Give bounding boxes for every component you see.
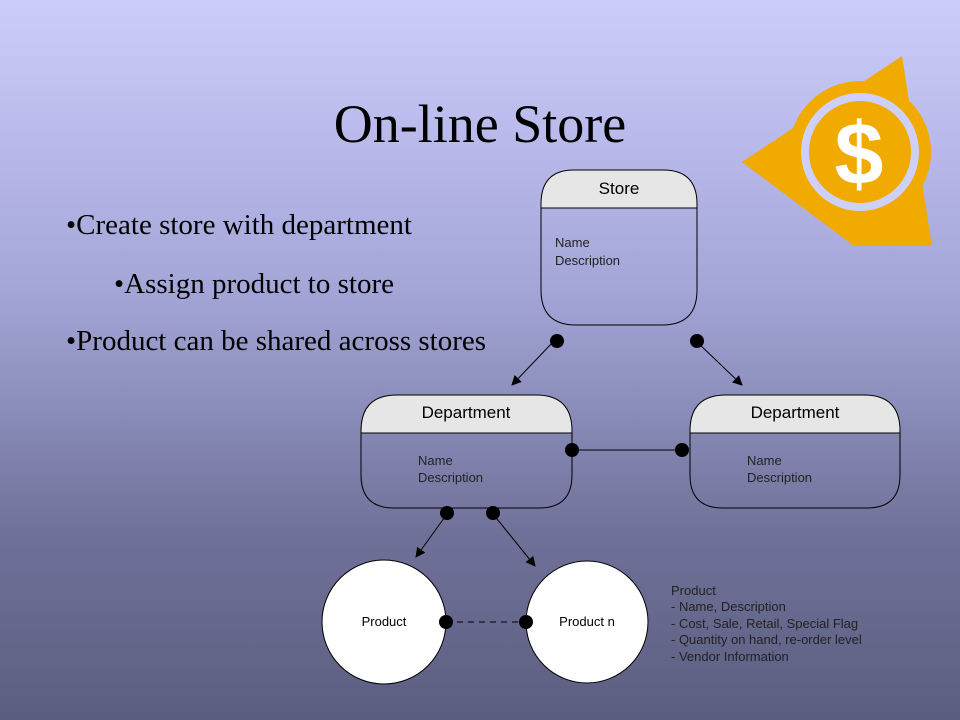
department-right-field-name: Name xyxy=(747,453,782,468)
product-n-entity: Product n xyxy=(525,560,649,684)
relationship-dot xyxy=(675,443,689,457)
relationship-dot xyxy=(565,443,579,457)
connector-dept-to-product-n xyxy=(492,513,536,567)
store-field-name: Name xyxy=(555,235,590,250)
product-n-label: Product n xyxy=(559,614,615,629)
store-entity: Store Name Description xyxy=(540,169,698,326)
product-notes: Product - Name, Description - Cost, Sale… xyxy=(671,583,862,664)
department-left-entity: Department Name Description xyxy=(360,394,573,509)
product-note-line: - Quantity on hand, re-order level xyxy=(671,632,862,647)
dollar-icon: $ xyxy=(742,56,932,246)
product-note-line: - Vendor Information xyxy=(671,649,789,664)
department-right-entity: Department Name Description xyxy=(689,394,901,509)
bullet-shared-product: •Product can be shared across stores xyxy=(66,325,487,357)
relationship-dot xyxy=(690,334,704,348)
product-1-entity: Product xyxy=(321,559,447,685)
dollar-symbol: $ xyxy=(835,104,884,203)
store-field-description: Description xyxy=(555,253,620,268)
relationship-dot xyxy=(439,615,453,629)
bullet-assign-product: •Assign product to store xyxy=(114,268,394,300)
relationship-dot xyxy=(519,615,533,629)
connector-dept-to-product-1 xyxy=(415,513,448,558)
department-left-field-description: Description xyxy=(418,470,483,485)
relationship-dot xyxy=(440,506,454,520)
relationship-dot xyxy=(550,334,564,348)
store-header: Store xyxy=(599,179,640,198)
connector-store-to-dept-right xyxy=(696,341,743,386)
slide-title: On-line Store xyxy=(333,94,627,154)
department-left-field-name: Name xyxy=(418,453,453,468)
product-note-line: Product xyxy=(671,583,716,598)
department-right-header: Department xyxy=(751,403,840,422)
product-1-label: Product xyxy=(362,614,407,629)
department-left-header: Department xyxy=(422,403,511,422)
relationship-dot xyxy=(486,506,500,520)
bullet-create-store: •Create store with department xyxy=(66,209,412,241)
product-note-line: - Name, Description xyxy=(671,599,786,614)
department-right-field-description: Description xyxy=(747,470,812,485)
product-note-line: - Cost, Sale, Retail, Special Flag xyxy=(671,616,858,631)
connector-store-to-dept-left xyxy=(511,341,554,386)
